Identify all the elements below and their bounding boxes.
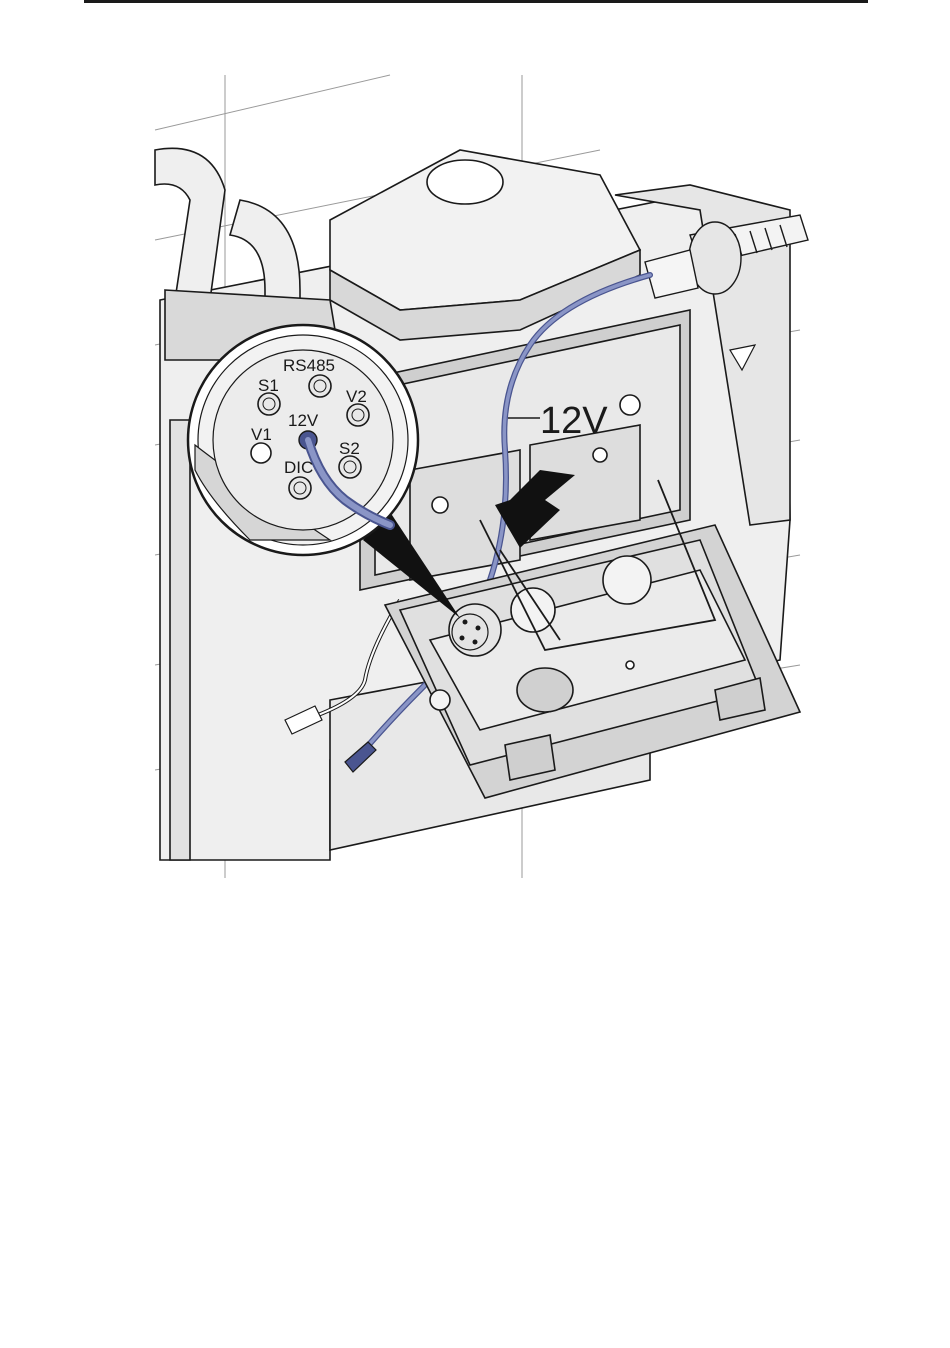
installation-illustration: 12V RS485 S1 V2 12V V1 S2 DIC	[0, 0, 950, 900]
pin-v2	[347, 404, 369, 426]
pin-label-v1: V1	[251, 425, 272, 444]
pin-label-v2: V2	[346, 387, 367, 406]
pin-s2	[339, 456, 361, 478]
pin-rs485	[309, 375, 331, 397]
pin-label-12v: 12V	[288, 411, 319, 430]
callout-label-12v: 12V	[540, 400, 608, 442]
pin-v1	[251, 443, 271, 463]
pin-s1	[258, 393, 280, 415]
pin-label-s1: S1	[258, 376, 279, 395]
pin-label-rs485: RS485	[283, 356, 335, 375]
pin-label-dic: DIC	[284, 458, 313, 477]
connector-magnifier: RS485 S1 V2 12V V1 S2 DIC	[188, 325, 418, 555]
pin-dic	[289, 477, 311, 499]
pin-label-s2: S2	[339, 439, 360, 458]
module-connector	[452, 614, 488, 650]
